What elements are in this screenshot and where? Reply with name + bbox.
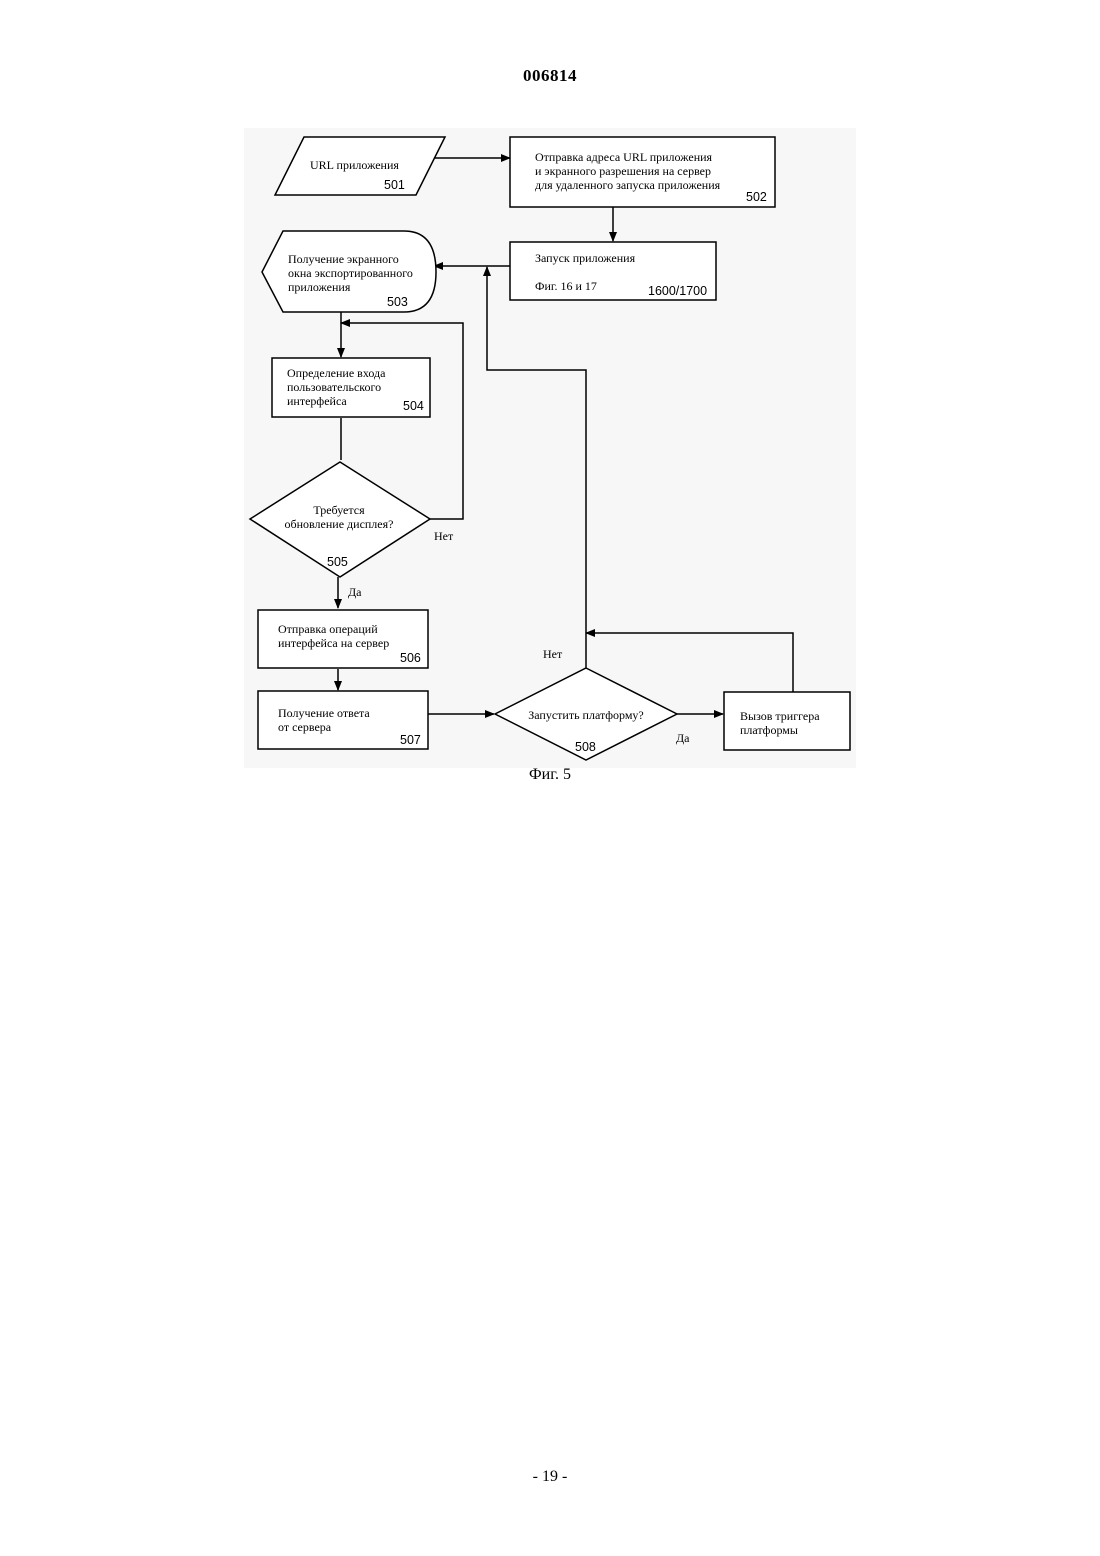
node-number: 505 bbox=[327, 555, 348, 569]
node-504: Определение входа пользовательского инте… bbox=[272, 358, 430, 417]
edge-508-no-return bbox=[487, 267, 586, 668]
flowchart: URL приложения 501 Отправка адреса URL п… bbox=[0, 0, 1100, 800]
node-505: Требуется обновление дисплея? 505 bbox=[250, 462, 430, 577]
node-number: 508 bbox=[575, 740, 596, 754]
node-number: 1600/1700 bbox=[648, 284, 707, 298]
node-label: Запустить платформу? bbox=[528, 708, 644, 722]
node-label: платформы bbox=[740, 723, 798, 737]
node-501: URL приложения 501 bbox=[275, 137, 445, 195]
node-label: от сервера bbox=[278, 720, 332, 734]
node-label: Запуск приложения bbox=[535, 251, 636, 265]
node-reference: Фиг. 16 и 17 bbox=[535, 279, 597, 293]
node-label: Отправка адреса URL приложения bbox=[535, 150, 713, 164]
node-label: URL приложения bbox=[310, 158, 399, 172]
page-number: - 19 - bbox=[0, 1468, 1100, 1486]
figure-caption: Фиг. 5 bbox=[0, 766, 1100, 784]
edge-label-yes: Да bbox=[676, 731, 690, 745]
node-label: и экранного разрешения на сервер bbox=[535, 164, 711, 178]
node-number: 507 bbox=[400, 733, 421, 747]
node-number: 502 bbox=[746, 190, 767, 204]
node-number: 503 bbox=[387, 295, 408, 309]
node-1600-1700: Запуск приложения Фиг. 16 и 17 1600/1700 bbox=[510, 242, 716, 300]
node-label: приложения bbox=[288, 280, 351, 294]
node-label: окна экспортированного bbox=[288, 266, 413, 280]
node-number: 501 bbox=[384, 178, 405, 192]
node-label: Требуется bbox=[313, 503, 365, 517]
node-506: Отправка операций интерфейса на сервер 5… bbox=[258, 610, 428, 668]
node-label: интерфейса bbox=[287, 394, 347, 408]
node-label: Определение входа bbox=[287, 366, 386, 380]
edge-label-yes: Да bbox=[348, 585, 362, 599]
node-number: 504 bbox=[403, 399, 424, 413]
edge-label-no: Нет bbox=[543, 647, 563, 661]
node-503: Получение экранного окна экспортированно… bbox=[262, 231, 436, 312]
node-label: Вызов триггера bbox=[740, 709, 820, 723]
node-label: Получение ответа bbox=[278, 706, 370, 720]
node-label: обновление дисплея? bbox=[285, 517, 394, 531]
node-label: Получение экранного bbox=[288, 252, 399, 266]
node-508: Запустить платформу? 508 bbox=[495, 668, 677, 760]
node-number: 506 bbox=[400, 651, 421, 665]
node-502: Отправка адреса URL приложения и экранно… bbox=[510, 137, 775, 207]
node-label: для удаленного запуска приложения bbox=[535, 178, 721, 192]
edge-label-no: Нет bbox=[434, 529, 454, 543]
node-507: Получение ответа от сервера 507 bbox=[258, 691, 428, 749]
node-platform-trigger: Вызов триггера платформы bbox=[724, 692, 850, 750]
node-label: Отправка операций bbox=[278, 622, 378, 636]
node-label: пользовательского bbox=[287, 380, 381, 394]
node-label: интерфейса на сервер bbox=[278, 636, 389, 650]
